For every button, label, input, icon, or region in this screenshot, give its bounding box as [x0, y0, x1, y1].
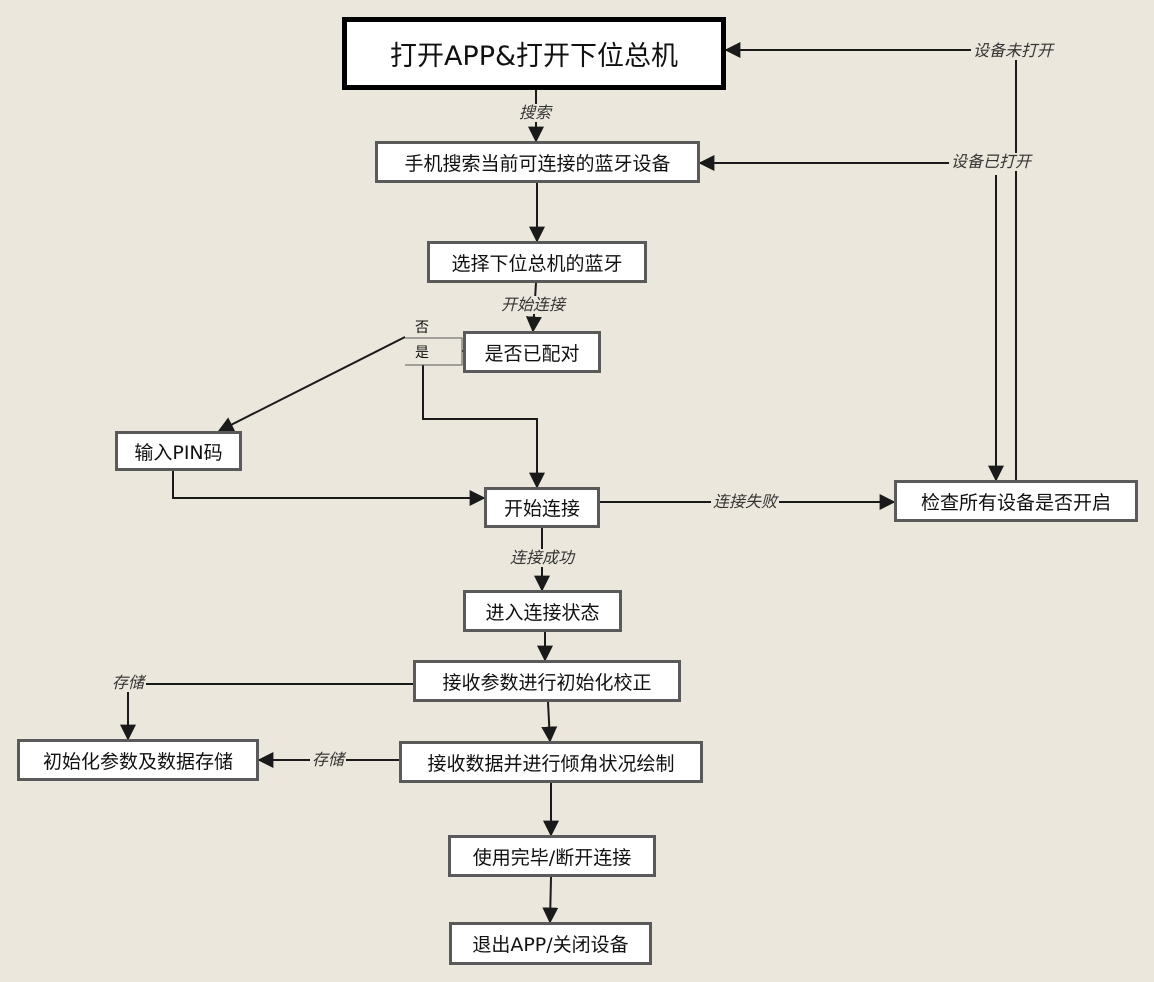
node-select: 选择下位总机的蓝牙 [427, 241, 647, 283]
arrow-pin-to-connect [172, 471, 486, 506]
arrow-calibrate-to-store [120, 683, 413, 741]
arrow-no-to-pin [217, 336, 406, 432]
arrow-calibrate-to-draw [541, 701, 558, 743]
label-connect-fail: 连接失败 [711, 492, 780, 511]
node-disconnect: 使用完毕/断开连接 [448, 835, 656, 877]
node-exit: 退出APP/关闭设备 [449, 922, 652, 965]
node-paired-decision: 是否已配对 [463, 331, 601, 373]
label-no: 否 [415, 320, 429, 336]
node-draw: 接收数据并进行倾角状况绘制 [399, 741, 703, 783]
arrow-yes-to-connect [422, 365, 545, 489]
node-connect: 开始连接 [484, 487, 600, 528]
label-store-2: 存储 [310, 750, 347, 769]
node-pin: 输入PIN码 [115, 431, 242, 471]
node-search: 手机搜索当前可连接的蓝牙设备 [375, 141, 700, 183]
node-calibrate: 接收参数进行初始化校正 [413, 660, 681, 702]
label-connect-success: 连接成功 [508, 548, 577, 567]
label-devices-on: 设备已打开 [949, 152, 1034, 171]
arrow-check-to-start [724, 42, 1017, 480]
node-check-devices: 检查所有设备是否开启 [894, 480, 1138, 522]
node-store: 初始化参数及数据存储 [17, 739, 259, 781]
label-start-connect: 开始连接 [499, 295, 568, 314]
arrow-disconnect-to-exit [542, 876, 559, 924]
decision-bracket [405, 337, 463, 366]
label-yes: 是 [415, 345, 429, 361]
node-start: 打开APP&打开下位总机 [342, 17, 726, 90]
label-search: 搜索 [517, 103, 554, 122]
node-connected: 进入连接状态 [463, 590, 622, 632]
label-store-1: 存储 [110, 673, 147, 692]
label-devices-not-on: 设备未打开 [971, 41, 1056, 60]
